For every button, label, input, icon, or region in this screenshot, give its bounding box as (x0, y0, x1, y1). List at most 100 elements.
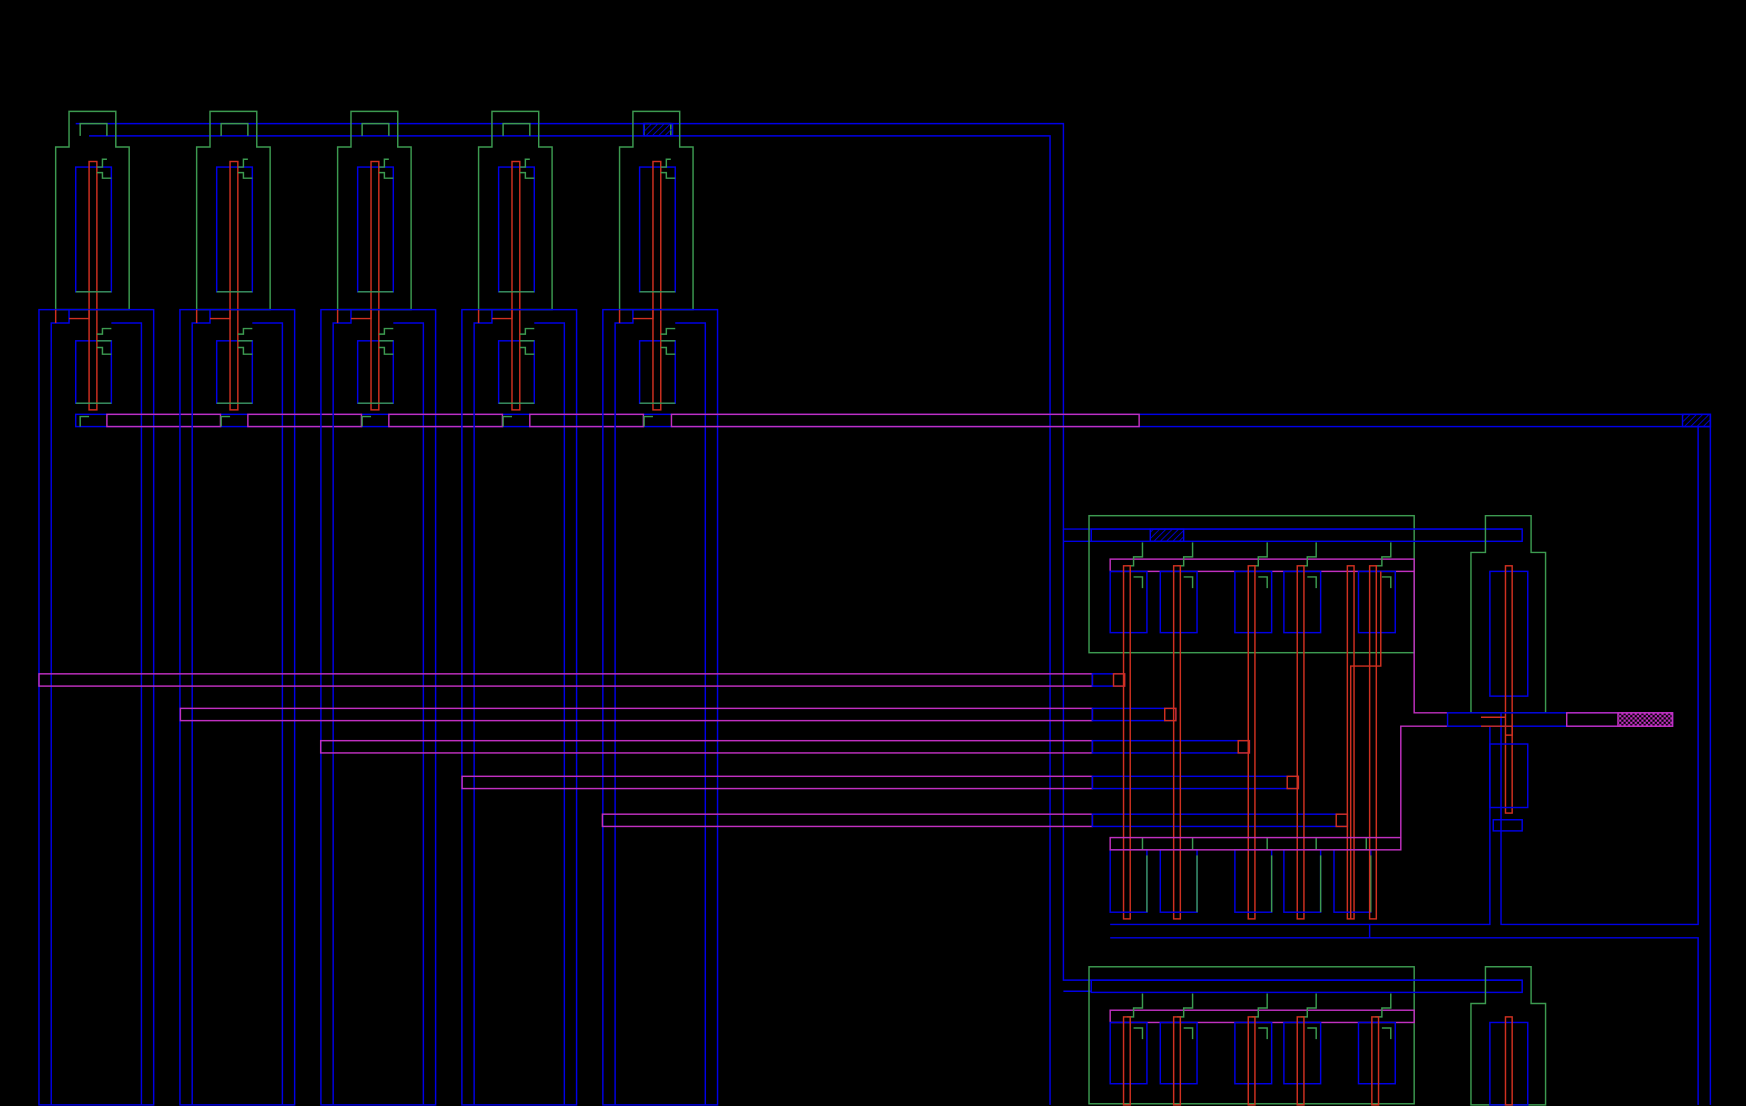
substrate-contact (79, 415, 90, 427)
pmos-contact (378, 158, 389, 168)
nmos-contact (660, 327, 676, 335)
via-hatched (642, 122, 674, 137)
block-rail (1090, 528, 1523, 543)
column-wire-inner (473, 309, 493, 1105)
input-bar (247, 413, 363, 428)
pmos-diffusion (215, 166, 254, 293)
pmos-contact (96, 171, 112, 179)
pmos-diffusion (1234, 570, 1273, 634)
via-hatched (1149, 528, 1185, 543)
side-gate (1504, 565, 1513, 814)
gate-poly (652, 160, 662, 411)
poly-route (1349, 571, 1382, 919)
gate-poly (1371, 1016, 1380, 1106)
bottom-bus (1110, 937, 1699, 1105)
nmos-contact (96, 346, 112, 355)
side-nwell (1470, 514, 1547, 714)
nmos-diffusion (1283, 849, 1322, 913)
input-bar-long (670, 413, 1140, 428)
substrate-contact (643, 415, 653, 427)
select-contact (1112, 673, 1126, 687)
select-line (319, 739, 1094, 754)
block-rail (1090, 979, 1523, 994)
poly-connect (350, 309, 372, 320)
poly-connect (210, 309, 231, 320)
nwell-outline (336, 110, 412, 311)
pmos-contact (1375, 542, 1392, 567)
column-wire-outer (38, 308, 155, 1106)
select-line-ext (1091, 739, 1251, 754)
nmos-contact (378, 327, 394, 335)
pmos-diffusion (1234, 1021, 1273, 1085)
gate-poly (1296, 1016, 1305, 1106)
column-wire-inner (252, 322, 284, 1105)
output-route (1413, 571, 1448, 714)
well-contact (220, 122, 249, 136)
nmos-contact (519, 327, 535, 335)
column-wire-inner (393, 322, 425, 1105)
nmos-contact (1258, 837, 1268, 851)
nmos-diffusion (1333, 849, 1372, 913)
select-contact (1335, 813, 1349, 828)
column-wire-inner (111, 322, 143, 1105)
column-wire-outer (179, 308, 296, 1106)
well-contact (361, 122, 390, 136)
gate-poly (1247, 565, 1256, 920)
column-wire-outer (320, 308, 437, 1106)
nwell-block (1088, 966, 1415, 1105)
column-wire-outer (461, 308, 578, 1106)
pmos-diffusion (1283, 1021, 1322, 1085)
pmos-contact (1251, 993, 1268, 1018)
nmos-contact (1133, 837, 1144, 851)
pmos-contact (1133, 576, 1144, 589)
pmos-contact (519, 158, 530, 168)
vdd-rail (75, 122, 1523, 530)
nmos-contact (1307, 837, 1317, 851)
pmos-contact (1183, 576, 1194, 589)
input-bar (106, 413, 222, 428)
gate-poly (370, 160, 380, 411)
nmos-diffusion (638, 340, 676, 404)
side-nmos (1489, 743, 1529, 809)
input-bar (388, 413, 504, 428)
gate-poly (1247, 1016, 1256, 1106)
column-wire-inner (614, 309, 634, 1105)
column-wire-inner (50, 309, 70, 1105)
nmos-diffusion (1109, 849, 1148, 913)
gate-poly (1172, 565, 1182, 920)
nmos-contact (96, 327, 112, 335)
layout-shapes (38, 110, 1712, 1106)
pmos-diffusion (638, 166, 676, 293)
pmos-diffusion (1109, 570, 1148, 634)
nmos-bus (1109, 836, 1402, 851)
pmos-diffusion (1357, 1021, 1396, 1085)
nmos-contact (378, 346, 394, 355)
select-contact (1286, 775, 1300, 790)
nwell-outline (477, 110, 553, 311)
pmos-contact (1126, 993, 1144, 1018)
well-contact (79, 122, 108, 136)
gate-poly (1172, 1016, 1182, 1106)
pmos-diffusion (497, 166, 535, 293)
nmos-diffusion (497, 340, 535, 404)
nmos-contact (1357, 837, 1368, 851)
nwell-outline (54, 110, 130, 311)
poly-connect (69, 309, 90, 320)
pmos-contact (1126, 542, 1144, 567)
pmos-contact (1176, 542, 1194, 567)
pmos-diffusion (1283, 570, 1322, 634)
output-route (1400, 725, 1448, 838)
gate-poly (88, 160, 98, 411)
pmos-contact (1258, 576, 1268, 589)
nwell-outline (195, 110, 271, 311)
side-pmos (1489, 1021, 1529, 1106)
select-line (601, 813, 1094, 828)
substrate-contact (361, 415, 372, 427)
nmos-diffusion (356, 340, 395, 404)
pmos-diffusion (1159, 570, 1198, 634)
substrate-contact (220, 415, 231, 427)
select-line (179, 707, 1094, 722)
pmos-contact (1176, 993, 1194, 1018)
side-poly-link (1480, 725, 1513, 736)
